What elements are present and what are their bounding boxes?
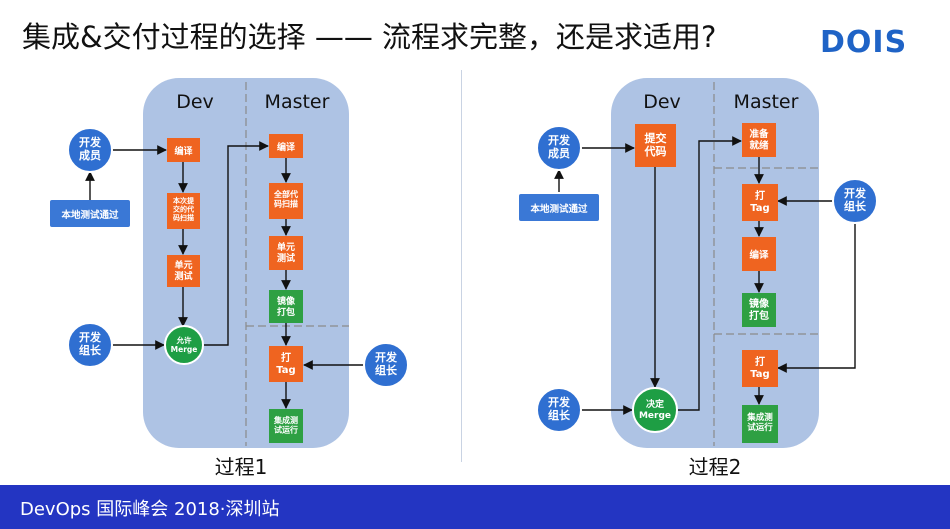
p1-dev-unit-test-box: [167, 255, 200, 287]
p1-dev-compile-step: 编译: [167, 138, 200, 162]
p2-ready-step: 准备就绪: [742, 123, 776, 157]
p2-leader-master-label: 开发组长: [844, 186, 867, 213]
p2-leader-dev-circle: [536, 387, 582, 433]
p1-master-compile-label: 编译: [277, 141, 296, 153]
p2-edge-merge-to-ready: [676, 136, 742, 411]
p2-edge-leader-to-tag2: [777, 222, 856, 373]
p1-edge-merge-to-master: [203, 141, 269, 346]
p1-local-test-label: 本地测试通过: [61, 209, 119, 221]
p2-image-label: 镜像打包: [749, 297, 770, 322]
p2-image-step: 镜像打包: [742, 293, 776, 327]
p1-leader-master-label: 开发组长: [375, 350, 398, 377]
p1-dev-scan-box: [167, 193, 200, 229]
p1-master-unit-test-box: [269, 236, 303, 270]
p1-dev-compile-box: [167, 138, 200, 162]
p2-local-test-actor: 本地测试通过: [519, 194, 599, 221]
p2-member-actor: 开发成员: [536, 125, 582, 171]
p1-leader-dev-actor: 开发组长: [67, 322, 113, 368]
p1-integration-test-step: 集成测试运行: [269, 409, 303, 443]
footer-bar: DevOps 国际峰会 2018·深圳站: [0, 485, 950, 529]
p2-lane-dev: Dev: [643, 91, 681, 113]
p1-tag-box: [269, 346, 303, 382]
p1-master-compile-box: [269, 134, 303, 158]
p2-local-test-label: 本地测试通过: [530, 203, 588, 215]
process2-diagram: Dev Master 开发成员 本地测试通过 开发组长 开发组长: [519, 78, 878, 479]
p1-caption: 过程1: [215, 455, 268, 479]
p1-master-image-label: 镜像打包: [277, 295, 296, 318]
p2-submit-step: 提交代码: [635, 124, 676, 167]
p1-dev-scan-label: 本次提交的代码扫描: [172, 196, 195, 222]
p2-lane-master: Master: [734, 91, 799, 113]
p2-tag1-box: [742, 184, 778, 221]
p2-caption: 过程2: [689, 455, 742, 479]
p2-ready-label: 准备就绪: [749, 128, 769, 151]
p1-leader-dev-label: 开发组长: [79, 330, 102, 357]
p1-member-label: 开发成员: [79, 135, 102, 162]
p1-master-scan-step: 全部代码扫描: [269, 183, 303, 219]
p2-member-circle: [536, 125, 582, 171]
process1-diagram: Dev Master 开发成员 本地测试通过 开发组长 开发组长: [50, 78, 409, 479]
p2-integration-test-step: 集成测试运行: [742, 405, 778, 443]
p1-master-scan-label: 全部代码扫描: [273, 189, 298, 209]
p1-local-test-box: [50, 200, 130, 227]
p1-master-unit-test-step: 单元测试: [269, 236, 303, 270]
p1-lane-dev: Dev: [176, 91, 214, 113]
p2-integration-test-box: [742, 405, 778, 443]
p1-leader-master-actor: 开发组长: [363, 342, 409, 388]
p2-leader-dev-actor: 开发组长: [536, 387, 582, 433]
p2-leader-master-actor: 开发组长: [832, 178, 878, 224]
p2-integration-test-label: 集成测试运行: [746, 412, 773, 433]
p1-integration-test-box: [269, 409, 303, 443]
p1-master-image-box: [269, 290, 303, 323]
p1-dev-unit-test-step: 单元测试: [167, 255, 200, 287]
p2-leader-dev-label: 开发组长: [548, 395, 571, 422]
p1-dev-scan-step: 本次提交的代码扫描: [167, 193, 200, 229]
p1-master-unit-test-label: 单元测试: [277, 241, 295, 264]
p1-local-test-actor: 本地测试通过: [50, 200, 130, 227]
p1-leader-master-circle: [363, 342, 409, 388]
process-diagram: Dev Master 开发成员 本地测试通过 开发组长 开发组长: [50, 78, 878, 479]
p2-compile-step: 编译: [742, 237, 776, 271]
p1-lane-master: Master: [265, 91, 330, 113]
p2-leader-master-circle: [832, 178, 878, 224]
p1-member-actor: 开发成员: [67, 127, 113, 173]
p2-member-label: 开发成员: [548, 133, 571, 160]
p1-leader-dev-circle: [67, 322, 113, 368]
p1-master-scan-box: [269, 183, 303, 219]
page-title: 集成&交付过程的选择 —— 流程求完整，还是求适用?: [22, 20, 717, 54]
footer-text: DevOps 国际峰会 2018·深圳站: [20, 499, 280, 520]
p1-member-circle: [67, 127, 113, 173]
p2-local-test-box: [519, 194, 599, 221]
p1-master-image-step: 镜像打包: [269, 290, 303, 323]
p2-ready-box: [742, 123, 776, 157]
p1-dev-compile-label: 编译: [174, 145, 193, 157]
p2-merge-circle: [632, 387, 678, 433]
p2-compile-label: 编译: [749, 249, 769, 261]
p2-compile-box: [742, 237, 776, 271]
p2-submit-label: 提交代码: [644, 131, 667, 158]
p1-integration-test-label: 集成测试运行: [273, 415, 298, 435]
p1-dev-unit-test-label: 单元测试: [174, 259, 192, 282]
p2-image-box: [742, 293, 776, 327]
p1-merge-circle: [164, 325, 204, 365]
p1-master-compile-step: 编译: [269, 134, 303, 158]
p2-tag2-box: [742, 350, 778, 387]
center-divider: [461, 70, 462, 462]
dois-logo: DOIS: [820, 25, 908, 60]
p2-submit-box: [635, 124, 676, 167]
